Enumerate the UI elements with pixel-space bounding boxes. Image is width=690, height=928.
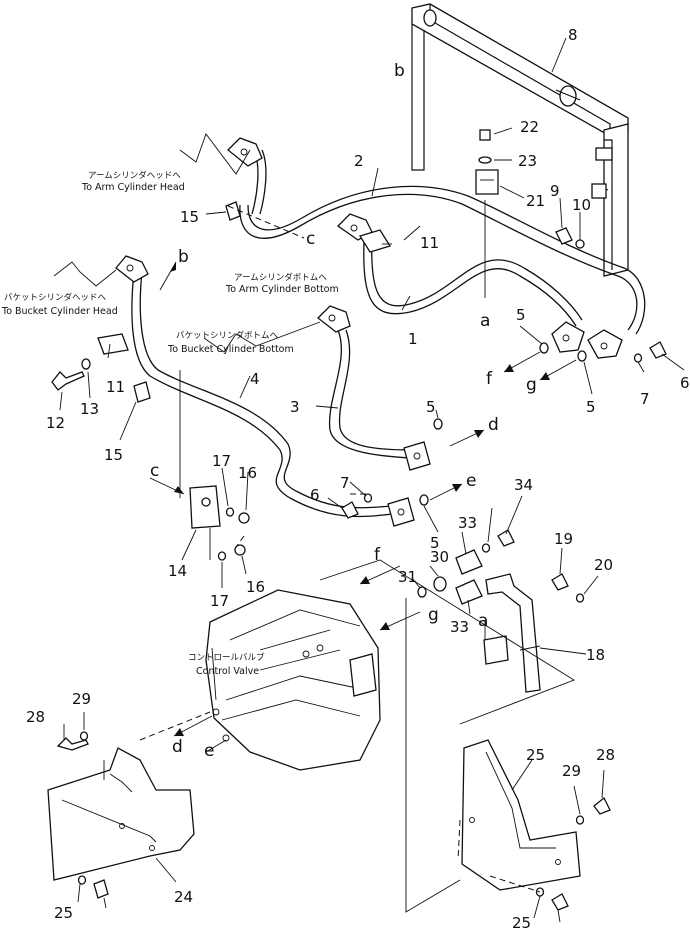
part-label-4: 4 <box>250 370 260 388</box>
part-label-2: 2 <box>354 152 364 170</box>
part-label-24: 24 <box>174 888 193 906</box>
part-label-14: 14 <box>168 562 187 580</box>
part-label-28-right: 28 <box>596 746 615 764</box>
letter-e-lower: e <box>204 741 214 761</box>
letter-d-right: d <box>488 415 499 435</box>
part-label-28-left: 28 <box>26 708 45 726</box>
part-label-18: 18 <box>586 646 605 664</box>
arm-head-label-jp: アームシリンダヘッドへ <box>88 170 181 181</box>
flow-arrows <box>149 261 577 753</box>
part-label-27-right: 25 <box>512 914 531 928</box>
part-label-1: 1 <box>408 330 418 348</box>
control-valve-label-jp: コントロールバルブ <box>188 652 265 663</box>
part-label-17-top: 17 <box>212 452 231 470</box>
guide-lines <box>103 200 576 913</box>
part-label-16-lower: 16 <box>246 578 265 596</box>
part-label-5-a: 5 <box>516 306 526 324</box>
connection-letters: b c b a f g d e c f g a d e <box>150 61 537 761</box>
part-label-31: 31 <box>398 568 417 586</box>
part-label-19: 19 <box>554 530 573 548</box>
part-label-11-left: 11 <box>106 378 125 396</box>
cover-25 <box>461 739 581 891</box>
part-labels: 8 22 23 21 2 9 10 15 11 1 5 5 7 6 11 12 … <box>26 26 690 928</box>
bucket-head-label-en: To Bucket Cylinder Head <box>1 306 118 317</box>
hardware <box>51 129 667 911</box>
part-label-23: 23 <box>518 152 537 170</box>
part-label-13: 13 <box>80 400 99 418</box>
letter-a-top: a <box>480 311 490 331</box>
letter-g-lower: g <box>428 605 439 625</box>
bucket-head-label-jp: バケットシリンダヘッドへ <box>4 292 107 303</box>
part-label-27-left: 25 <box>54 904 73 922</box>
letter-c-left: c <box>150 461 159 481</box>
control-valve-label-en: Control Valve <box>196 666 259 677</box>
letter-b-left: b <box>178 247 189 267</box>
cover-24 <box>47 747 195 881</box>
letter-a-lower: a <box>478 611 488 631</box>
part-label-25: 25 <box>526 746 545 764</box>
letter-f-top: f <box>486 369 493 389</box>
part-label-29-right: 29 <box>562 762 581 780</box>
part-label-6-right: 6 <box>680 374 690 392</box>
letter-e-right: e <box>466 471 476 491</box>
pipe-fittings <box>115 137 623 527</box>
part-label-32-lower: 33 <box>450 618 469 636</box>
part-label-5-d: 5 <box>430 534 440 552</box>
part-label-5-c: 5 <box>426 398 436 416</box>
letter-f-lower: f <box>374 545 381 565</box>
callout-leaders <box>53 37 685 923</box>
part-label-7-right: 7 <box>640 390 650 408</box>
part-label-9: 9 <box>550 182 560 200</box>
bucket-bottom-label-en: To Bucket Cylinder Bottom <box>167 344 294 355</box>
part-label-29-left: 29 <box>72 690 91 708</box>
part-label-21: 21 <box>526 192 545 210</box>
part-label-15-left: 15 <box>104 446 123 464</box>
part-label-3: 3 <box>290 398 300 416</box>
part-label-15-top: 15 <box>180 208 199 226</box>
pipes <box>131 149 646 518</box>
part-label-6-lower: 6 <box>310 486 320 504</box>
callout-texts: アームシリンダヘッドへ To Arm Cylinder Head アームシリンダ… <box>1 170 339 677</box>
letter-d-lower: d <box>172 737 183 757</box>
letter-b-top: b <box>394 61 405 81</box>
frame-bracket <box>411 3 629 277</box>
control-valve <box>205 589 381 771</box>
part-label-30: 30 <box>430 548 449 566</box>
part-label-7-lower: 7 <box>340 474 350 492</box>
part-label-8: 8 <box>568 26 578 44</box>
letter-g-top: g <box>526 375 537 395</box>
arm-bottom-label-jp: アームシリンダボトムへ <box>234 272 327 283</box>
bucket-bottom-label-jp: バケットシリンダボトムへ <box>176 330 279 341</box>
bracket-18 <box>483 573 541 693</box>
arm-bottom-label-en: To Arm Cylinder Bottom <box>225 284 339 295</box>
part-label-5-b: 5 <box>586 398 596 416</box>
part-label-32-top: 33 <box>458 514 477 532</box>
part-label-12: 12 <box>46 414 65 432</box>
part-label-33: 34 <box>514 476 533 494</box>
part-label-11-right: 11 <box>420 234 439 252</box>
letter-c-top: c <box>306 229 315 249</box>
part-label-10: 10 <box>572 196 591 214</box>
arm-head-label-en: To Arm Cylinder Head <box>81 182 185 193</box>
part-label-16-top: 16 <box>238 464 257 482</box>
part-label-20: 20 <box>594 556 613 574</box>
part-label-17-lower: 17 <box>210 592 229 610</box>
part-label-22: 22 <box>520 118 539 136</box>
